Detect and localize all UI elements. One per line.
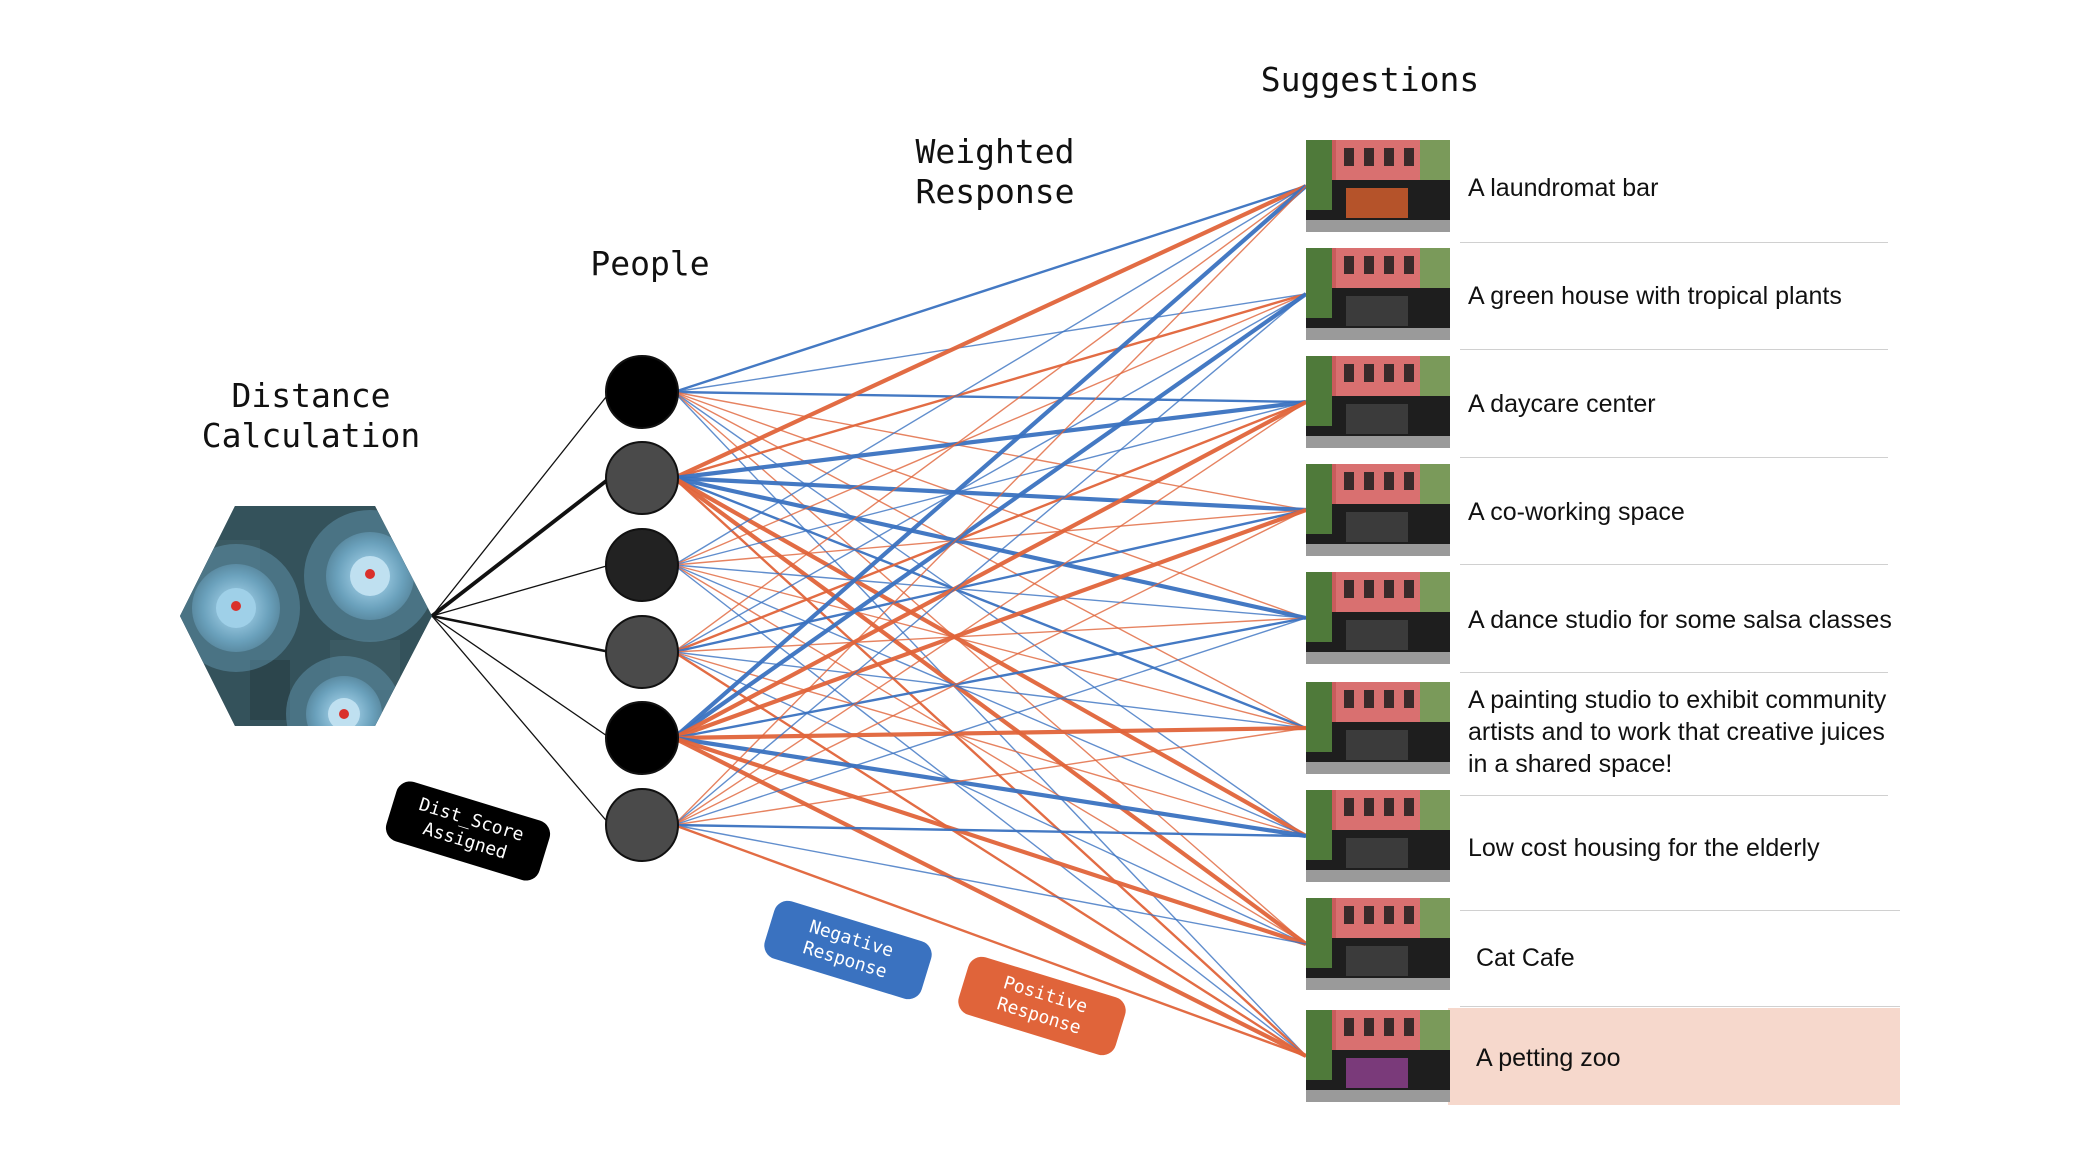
suggestion-divider	[1460, 564, 1888, 565]
suggestion-divider	[1460, 457, 1888, 458]
negative-response-link	[673, 564, 1307, 619]
person-node	[605, 355, 679, 429]
suggestion-label: A dance studio for some salsa classes	[1468, 606, 1892, 634]
person-node	[605, 528, 679, 602]
positive-response-link	[673, 508, 1307, 740]
people-nodes	[605, 355, 679, 862]
distance-link	[431, 391, 611, 617]
storefront-thumbnail	[1306, 356, 1450, 448]
person-node	[605, 701, 679, 775]
weighted-response-heading: Weighted Response	[915, 132, 1075, 211]
negative-response-link	[673, 185, 1307, 566]
negative-response-link	[673, 475, 1307, 513]
positive-response-link	[673, 185, 1307, 653]
storefront-thumbnail	[1306, 898, 1450, 990]
suggestion-divider	[1460, 672, 1888, 673]
positive-response-link	[673, 293, 1307, 566]
distance-link	[430, 476, 612, 618]
positive-response-link	[673, 401, 1307, 826]
distance-link	[431, 615, 611, 739]
positive-response-link	[673, 509, 1307, 826]
suggestion-label: A co-working space	[1468, 498, 1685, 526]
negative-response-link	[673, 390, 1307, 404]
suggestion-divider	[1460, 349, 1888, 350]
person-node	[605, 441, 679, 515]
positive-response-link	[673, 391, 1307, 511]
negative-response-link	[673, 651, 1307, 945]
storefront-thumbnail	[1306, 572, 1450, 664]
negative-response-link	[673, 564, 1307, 837]
suggestion-label: Cat Cafe	[1476, 944, 1575, 972]
distance-link	[431, 614, 611, 654]
suggestion-label: A petting zoo	[1476, 1044, 1621, 1072]
positive-response-link	[673, 823, 1307, 1058]
suggestion-highlight	[1448, 1008, 1900, 1105]
map-pin-icon	[231, 601, 241, 611]
distance-links	[430, 391, 612, 826]
suggestion-label: Low cost housing for the elderly	[1468, 834, 1820, 862]
positive-response-link	[673, 400, 1307, 654]
suggestion-divider	[1460, 1006, 1900, 1007]
map-pin-icon	[339, 709, 349, 719]
negative-response-link	[673, 293, 1307, 393]
negative-response-link	[673, 508, 1307, 654]
negative-response-link	[673, 401, 1307, 566]
storefront-thumbnail	[1306, 248, 1450, 340]
storefront-thumbnail	[1306, 1010, 1450, 1102]
distance-link	[431, 615, 611, 826]
negative-response-link	[673, 184, 1307, 394]
negative-response-link	[673, 617, 1307, 826]
negative-response-link	[672, 292, 1308, 740]
map-pin-icon	[365, 569, 375, 579]
positive-response-link	[673, 651, 1307, 837]
suggestion-label: A green house with tropical plants	[1468, 282, 1842, 310]
positive-response-link	[673, 184, 1307, 480]
storefront-thumbnail	[1306, 682, 1450, 774]
suggestion-divider	[1460, 242, 1888, 243]
suggestions-heading: Suggestions	[1260, 60, 1480, 99]
negative-response-link	[673, 399, 1307, 481]
suggestion-label: A laundromat bar	[1468, 174, 1659, 202]
positive-response-link	[673, 292, 1307, 480]
negative-response-link	[672, 184, 1308, 740]
negative-response-link	[673, 824, 1307, 945]
suggestion-divider	[1460, 910, 1900, 911]
storefront-thumbnail	[1306, 464, 1450, 556]
negative-response-link	[673, 293, 1307, 826]
positive-response-link	[673, 727, 1307, 826]
person-node	[605, 615, 679, 689]
positive-response-link	[673, 400, 1307, 740]
suggestion-divider	[1460, 795, 1888, 796]
suggestion-label: A painting studio to exhibit community a…	[1468, 686, 1887, 778]
distance-calculation-heading: Distance Calculation	[201, 376, 421, 455]
suggestion-label: A daycare center	[1468, 390, 1656, 418]
positive-response-link	[673, 185, 1307, 826]
response-links	[672, 184, 1308, 1058]
distance-link	[431, 564, 611, 617]
negative-response-link	[673, 823, 1307, 838]
person-node	[605, 788, 679, 862]
storefront-thumbnail	[1306, 790, 1450, 882]
distance-hexagon	[180, 506, 432, 726]
positive-response-link	[673, 509, 1307, 566]
storefront-thumbnail	[1306, 140, 1450, 232]
people-heading: People	[590, 244, 710, 283]
negative-response-link	[673, 293, 1307, 653]
suggestion-thumbnails	[1306, 140, 1450, 1102]
